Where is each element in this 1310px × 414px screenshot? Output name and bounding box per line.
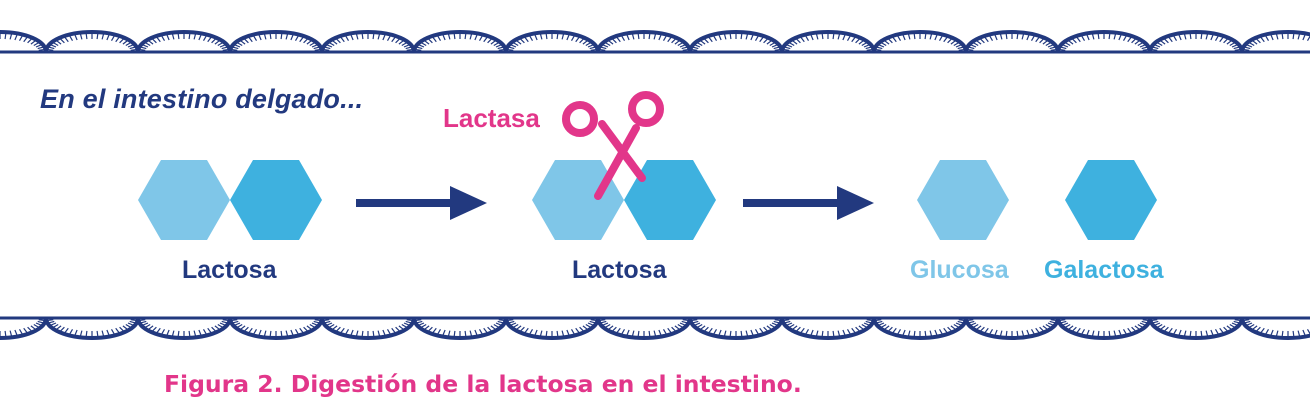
villus-arc [0, 30, 48, 53]
figure-caption: Figura 2. Digestión de la lactosa en el … [164, 370, 802, 398]
digestion-diagram: En el intestino delgado... Lactasa Lacto… [0, 30, 1310, 340]
galactose-hexagon-3 [1065, 160, 1157, 240]
reaction-arrow-2 [743, 186, 874, 220]
villus-hairs [230, 32, 322, 51]
reaction-arrow-1 [356, 186, 487, 220]
villus-hairs [0, 32, 46, 51]
intestine-villi-bottom [0, 316, 1310, 340]
galactose-hexagon-1 [230, 160, 322, 240]
villus-hairs [506, 32, 598, 51]
villus-hairs [782, 319, 874, 338]
glucose-hexagon-1 [138, 160, 230, 240]
villus-hairs [46, 319, 138, 338]
villus-hairs [874, 32, 966, 51]
lactose-label-1: Lactosa [182, 256, 277, 284]
villus-hairs [230, 319, 322, 338]
lactose-label-2: Lactosa [572, 256, 667, 284]
galactose-hexagon-2 [624, 160, 716, 240]
villus-hairs [782, 32, 874, 51]
scissors-icon [562, 91, 664, 200]
villus-hairs [1150, 32, 1242, 51]
villus-hairs [690, 319, 782, 338]
villus-hairs [1058, 319, 1150, 338]
villus-hairs [1150, 319, 1242, 338]
villus-hairs [1058, 32, 1150, 51]
galactose-label: Galactosa [1044, 256, 1164, 284]
villus-hairs [414, 32, 506, 51]
villus-hairs [138, 319, 230, 338]
glucose-hexagon-2 [532, 160, 624, 240]
villus-hairs [46, 32, 138, 51]
villus-hairs [598, 319, 690, 338]
glucose-hexagon-3 [917, 160, 1009, 240]
villus-hairs [690, 32, 782, 51]
intestine-villi-top [0, 30, 1310, 54]
villus-hairs [414, 319, 506, 338]
villus-hairs [966, 319, 1058, 338]
villus-hairs [966, 32, 1058, 51]
enzyme-label: Lactasa [443, 103, 540, 133]
villus-hairs [1242, 32, 1310, 51]
villus-hairs [138, 32, 230, 51]
villus-hairs [1242, 319, 1310, 338]
villus-hairs [322, 319, 414, 338]
villus-hairs [322, 32, 414, 51]
glucose-label: Glucosa [910, 256, 1009, 284]
villus-hairs [506, 319, 598, 338]
diagram-graphics [0, 30, 1310, 340]
diagram-heading: En el intestino delgado... [40, 84, 364, 114]
villus-hairs [598, 32, 690, 51]
villus-hairs [0, 319, 46, 338]
villus-hairs [874, 319, 966, 338]
